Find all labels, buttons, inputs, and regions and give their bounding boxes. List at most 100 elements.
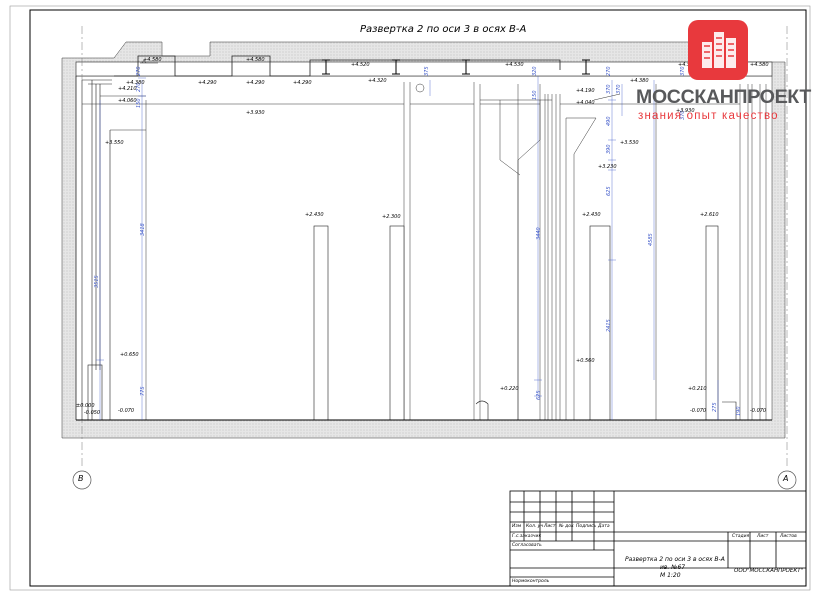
level-mark-0560: +0.560 (576, 358, 595, 364)
level-mark-3550: +3.550 (105, 140, 124, 146)
svg-text:+2.300: +2.300 (382, 214, 401, 220)
logo-tagline: знания опыт качество (638, 110, 779, 122)
level-mark-4530: +4.530 (505, 62, 524, 68)
dim-370b: 370 (680, 66, 686, 76)
svg-text:+4.210: +4.210 (118, 86, 137, 92)
svg-text:+3.930: +3.930 (676, 108, 695, 114)
svg-text:+4.580: +4.580 (246, 57, 265, 63)
level-mark-4320: +4.320 (368, 78, 387, 84)
dim-775: 775 (140, 386, 146, 396)
svg-text:+4.380: +4.380 (630, 78, 649, 84)
stamp-title-line-2: ив. №67 (660, 564, 686, 571)
level-mark-m0070a: -0.070 (118, 408, 134, 414)
svg-text:+3.230: +3.230 (598, 164, 617, 170)
stamp-col-sign: Подпись (576, 524, 597, 529)
svg-text:+4.530: +4.530 (505, 62, 524, 68)
level-mark-3230: +3.230 (598, 164, 617, 170)
svg-text:-0.070: -0.070 (690, 408, 706, 414)
level-mark-0000: ±0.000 (76, 403, 95, 409)
door-openings (313, 225, 719, 421)
svg-text:+3.930: +3.930 (246, 110, 265, 116)
axis-label-left: В (78, 474, 84, 483)
level-mark-2430b: +2.430 (582, 212, 601, 218)
dim-375: 375 (424, 66, 430, 76)
left-wall (75, 76, 112, 421)
level-mark-0210: +0.210 (688, 386, 707, 392)
dim-190: 190 (736, 406, 742, 416)
level-mark-3930b: +3.930 (676, 108, 695, 114)
svg-text:+2.430: +2.430 (305, 212, 324, 218)
stamp-sheet-header: Лист (757, 534, 769, 539)
level-mark-m0070b: -0.070 (690, 408, 706, 414)
axis-label-right: А (783, 474, 789, 483)
dim-370c: 370 (680, 110, 686, 120)
svg-text:+4.190: +4.190 (576, 88, 595, 94)
level-mark-4520: +4.520 (351, 62, 370, 68)
svg-text:+3.550: +3.550 (105, 140, 124, 146)
level-mark-4380a: +4.380 (126, 80, 145, 86)
svg-text:+4.550: +4.550 (678, 62, 697, 68)
dim-625b: 625 (536, 390, 542, 400)
stamp-role-approve: Согласовать (512, 543, 542, 548)
level-mark-2610: +2.610 (700, 212, 719, 218)
logo-name: МОССКАНПРОЕКТ (636, 86, 811, 108)
svg-text:+0.220: +0.220 (500, 386, 519, 392)
stamp-sheets-header: Листов (780, 534, 797, 539)
stamp-col-date: Дата (598, 524, 610, 529)
stamp-stage-header: Стадия (732, 534, 750, 539)
sheet-outer-frame (9, 5, 811, 591)
dim-2415: 2415 (606, 319, 612, 332)
level-mark-2300: +2.300 (382, 214, 401, 220)
stamp-col-list: Лист (544, 524, 556, 529)
level-mark-4580b: +4.580 (246, 57, 265, 63)
dimension-lines (96, 76, 719, 420)
axis-bubble-left (72, 470, 92, 490)
level-mark-2430a: +2.430 (305, 212, 324, 218)
dim-4585: 4585 (648, 233, 654, 246)
level-mark-4290c: +4.290 (293, 80, 312, 86)
level-mark-m0070c: -0.070 (750, 408, 766, 414)
svg-text:+4.380: +4.380 (126, 80, 145, 86)
svg-text:-0.070: -0.070 (118, 408, 134, 414)
dim-370d: 370 (616, 84, 622, 94)
stamp-title-line-1: Развертка 2 по оси 3 в осях В-А (625, 556, 725, 563)
dim-270a: 270 (136, 82, 142, 92)
level-mark-4290a: +4.290 (198, 80, 217, 86)
title-block (509, 490, 807, 587)
svg-text:+3.530: +3.530 (620, 140, 639, 146)
dim-text: 270 150 375 320 270 370 370 490 390 3418… (94, 66, 742, 416)
svg-text:+0.210: +0.210 (688, 386, 707, 392)
svg-text:+4.580: +4.580 (750, 62, 769, 68)
stamp-org: ООО"МОССКАНПРОЕКТ" (734, 568, 804, 574)
dim-3440: 3440 (536, 227, 542, 240)
dim-390: 390 (606, 144, 612, 154)
sheet-inner-frame (29, 9, 807, 587)
axis-lines (81, 26, 788, 468)
roof-steps (114, 55, 561, 77)
svg-text:-0.050: -0.050 (84, 410, 100, 416)
level-mark-0650: +0.650 (120, 352, 139, 358)
level-marks: +4.580 +4.380 +4.290 +4.580 +4.290 +4.29… (76, 57, 769, 416)
company-logo: МОССКАНПРОЕКТ знания опыт качество (636, 16, 811, 126)
dim-320: 320 (532, 66, 538, 76)
svg-text:+4.040: +4.040 (576, 100, 595, 106)
level-mark-4040: +4.040 (576, 100, 595, 106)
dim-3515: 3515 (94, 275, 100, 288)
level-mark-3530: +3.530 (620, 140, 639, 146)
svg-text:+4.320: +4.320 (368, 78, 387, 84)
dim-270c: 270 (136, 66, 142, 76)
level-mark-4550: +4.550 (678, 62, 697, 68)
stamp-col-izm: Изм (512, 524, 522, 529)
svg-text:+4.060: +4.060 (118, 98, 137, 104)
svg-text:+4.290: +4.290 (198, 80, 217, 86)
dim-275: 275 (712, 402, 718, 412)
level-mark-4060: +4.060 (118, 98, 137, 104)
svg-text:+4.290: +4.290 (246, 80, 265, 86)
level-mark-3930a: +3.930 (246, 110, 265, 116)
level-mark-4380b: +4.380 (630, 78, 649, 84)
top-slab (75, 61, 773, 77)
drawing-title: Развертка 2 по оси 3 в осях В-А (360, 24, 527, 35)
svg-text:±0.000: ±0.000 (76, 403, 95, 409)
room-walls (82, 82, 767, 420)
vent-shaft (415, 83, 541, 420)
